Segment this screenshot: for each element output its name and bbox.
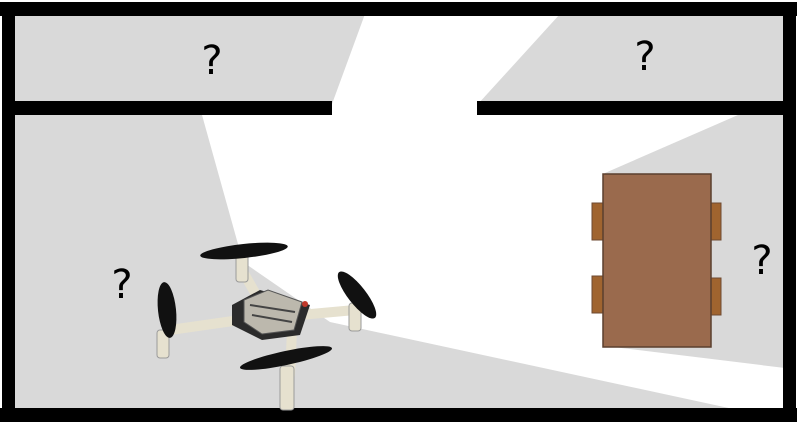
drone-battery-stripe-2 (251, 314, 293, 323)
drone-motor-rear-right (279, 365, 295, 411)
unknown-label-left-area: ? (111, 262, 132, 308)
drone-battery-stripe-1 (249, 304, 296, 313)
unknown-label-right-area: ? (751, 238, 772, 284)
wall-left (2, 2, 15, 422)
drone-arm-front-right (295, 305, 360, 320)
wall-bottom (0, 408, 797, 422)
wall-middle-right (477, 101, 796, 115)
table-chair-left-top (591, 202, 605, 241)
quadcopter-icon (156, 242, 377, 411)
wall-right (783, 2, 796, 422)
unknown-region-top-left-room (13, 14, 365, 104)
table-icon (591, 173, 722, 348)
unknown-label-top-left-room: ? (201, 38, 222, 84)
drone-propellers (157, 242, 377, 370)
unknown-region-top-right-room (478, 14, 785, 104)
unknown-label-top-right-room: ? (634, 34, 655, 80)
table-top (602, 173, 712, 348)
drone-propeller-rear-right (240, 346, 332, 370)
wall-top (0, 2, 797, 16)
table-chair-left-bottom (591, 275, 605, 314)
drone-body (232, 289, 310, 340)
wall-middle-left (2, 101, 332, 115)
unknown-region-left-floor (13, 115, 738, 410)
drone-propeller-rear-left (157, 282, 177, 338)
drone-battery (243, 289, 303, 335)
drone-propeller-front-right (337, 271, 377, 319)
drone-propeller-front-left (200, 242, 288, 260)
unknown-regions (13, 14, 785, 410)
drone-motor-legs (156, 253, 362, 411)
drone-arm-rear-left (165, 315, 245, 335)
drone-led (302, 301, 308, 307)
